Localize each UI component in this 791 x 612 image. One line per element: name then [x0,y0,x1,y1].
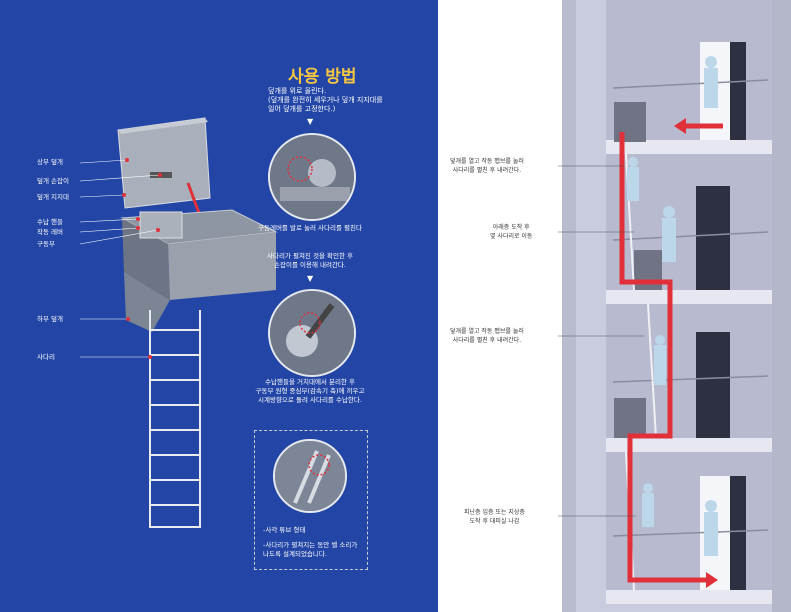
label-drive-unit: 구동부 [37,240,55,248]
label-cover-handle: 덮개 손잡이 [37,177,69,185]
note-tube-shape: -사각 튜브 형태 [263,526,306,534]
label-operating-lever: 작동 레버 [37,228,63,236]
label-storage-handle: 수납 핸들 [37,218,63,226]
step3-detail-image [268,289,356,377]
label-upper-cover: 상부 덮개 [37,158,63,166]
hatch-illustration [79,117,278,528]
tube-detail-image [273,439,347,513]
note-bell-sound: -사다리가 펼쳐지는 동안 벨 소리가 나도록 설계되었습니다. [263,541,358,558]
label-lower-cover: 하부 덮개 [37,315,63,323]
building-diagram [558,0,791,612]
step1-detail-image [268,133,356,221]
step4-text: 수납핸들을 거치대에서 분리한 후 구동부 원형 중심부(감속기 축)에 끼우고… [255,378,365,404]
step2-text: 구동레버를 발로 눌러 사다리를 펼친다 [258,224,362,232]
note-box: -사각 튜브 형태 -사다리가 펼쳐지는 동안 벨 소리가 나도록 설계되었습니… [254,430,368,570]
right-step4-text: 피난층 입층 또는 지상층 도착 후 대피실 나감 [464,509,525,525]
right-step3-text: 덮개를 열고 작동 펩브를 눌러 사다리를 펼친 후 내려간다. [450,328,524,344]
step1-text: 덮개를 위로 올린다. (덮개를 완전히 세우거나 덮개 지지대를 일어 덮개를… [268,87,383,113]
label-cover-support: 덮개 지지대 [37,193,69,201]
label-ladder: 사다리 [37,353,55,361]
step3-text: 사다리가 펼쳐진 것을 확인한 후 손잡이를 이용해 내려간다. [266,252,353,269]
right-step2-text: 아래층 도착 후 옆 사다리로 이동 [490,224,533,240]
right-step1-text: 덮개를 열고 작동 펩브를 눌러 사다리를 펼친 후 내려간다. [450,158,524,174]
usage-panel: 사용 방법 [0,0,438,612]
usage-title: 사용 방법 [288,67,357,87]
down-arrow-icon: ▼ [307,274,314,283]
evacuation-illustration-panel: 덮개를 열고 작동 펩브를 눌러 사다리를 펼친 후 내려간다. 아래층 도착 … [438,0,791,612]
down-arrow-icon: ▼ [307,117,314,126]
